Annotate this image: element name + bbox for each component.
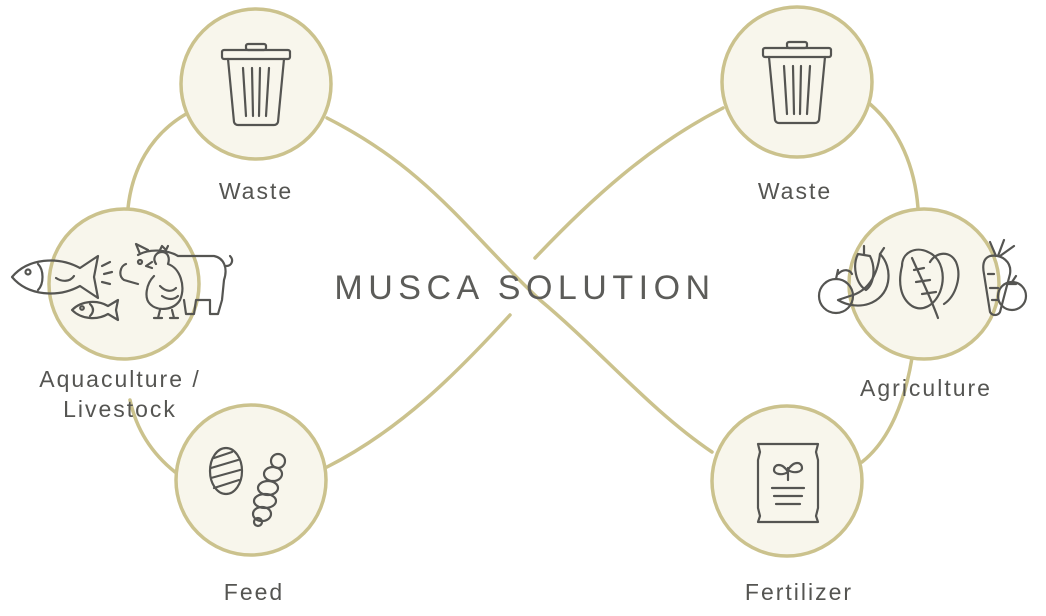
fish-pig-chicken-icon bbox=[10, 242, 234, 322]
larvae-feed-icon bbox=[208, 446, 287, 528]
node-fertilizer bbox=[710, 404, 864, 558]
loop-right-outer-bottom bbox=[860, 356, 914, 464]
loop-crossing-descending bbox=[325, 116, 714, 454]
label-left-waste: Waste bbox=[218, 178, 294, 204]
diagram-title: MUSCA SOLUTION bbox=[334, 269, 716, 307]
fruit-vegetable-icon bbox=[817, 238, 1028, 320]
infinity-loop bbox=[126, 102, 920, 474]
label-agriculture: Agriculture bbox=[860, 375, 992, 401]
label-fertilizer: Fertilizer bbox=[744, 579, 854, 605]
loop-right-outer-top bbox=[868, 102, 920, 210]
node-right-waste bbox=[720, 5, 874, 159]
label-aquaculture-livestock: Aquaculture / Livestock bbox=[39, 366, 201, 422]
loop-left-outer-bottom bbox=[128, 398, 177, 474]
loop-left-outer-top bbox=[126, 112, 188, 210]
loop-crossing-ascending bbox=[325, 313, 512, 469]
node-aquaculture-livestock bbox=[47, 207, 201, 361]
label-right-waste: Waste bbox=[757, 178, 833, 204]
node-left-waste bbox=[179, 7, 333, 161]
fertilizer-bag-icon bbox=[756, 442, 820, 524]
label-feed: Feed bbox=[223, 579, 285, 605]
node-feed bbox=[174, 403, 328, 557]
trash-can-icon bbox=[761, 40, 833, 125]
trash-can-icon bbox=[220, 42, 292, 127]
loop-crossing-ascending-upper bbox=[533, 106, 725, 260]
